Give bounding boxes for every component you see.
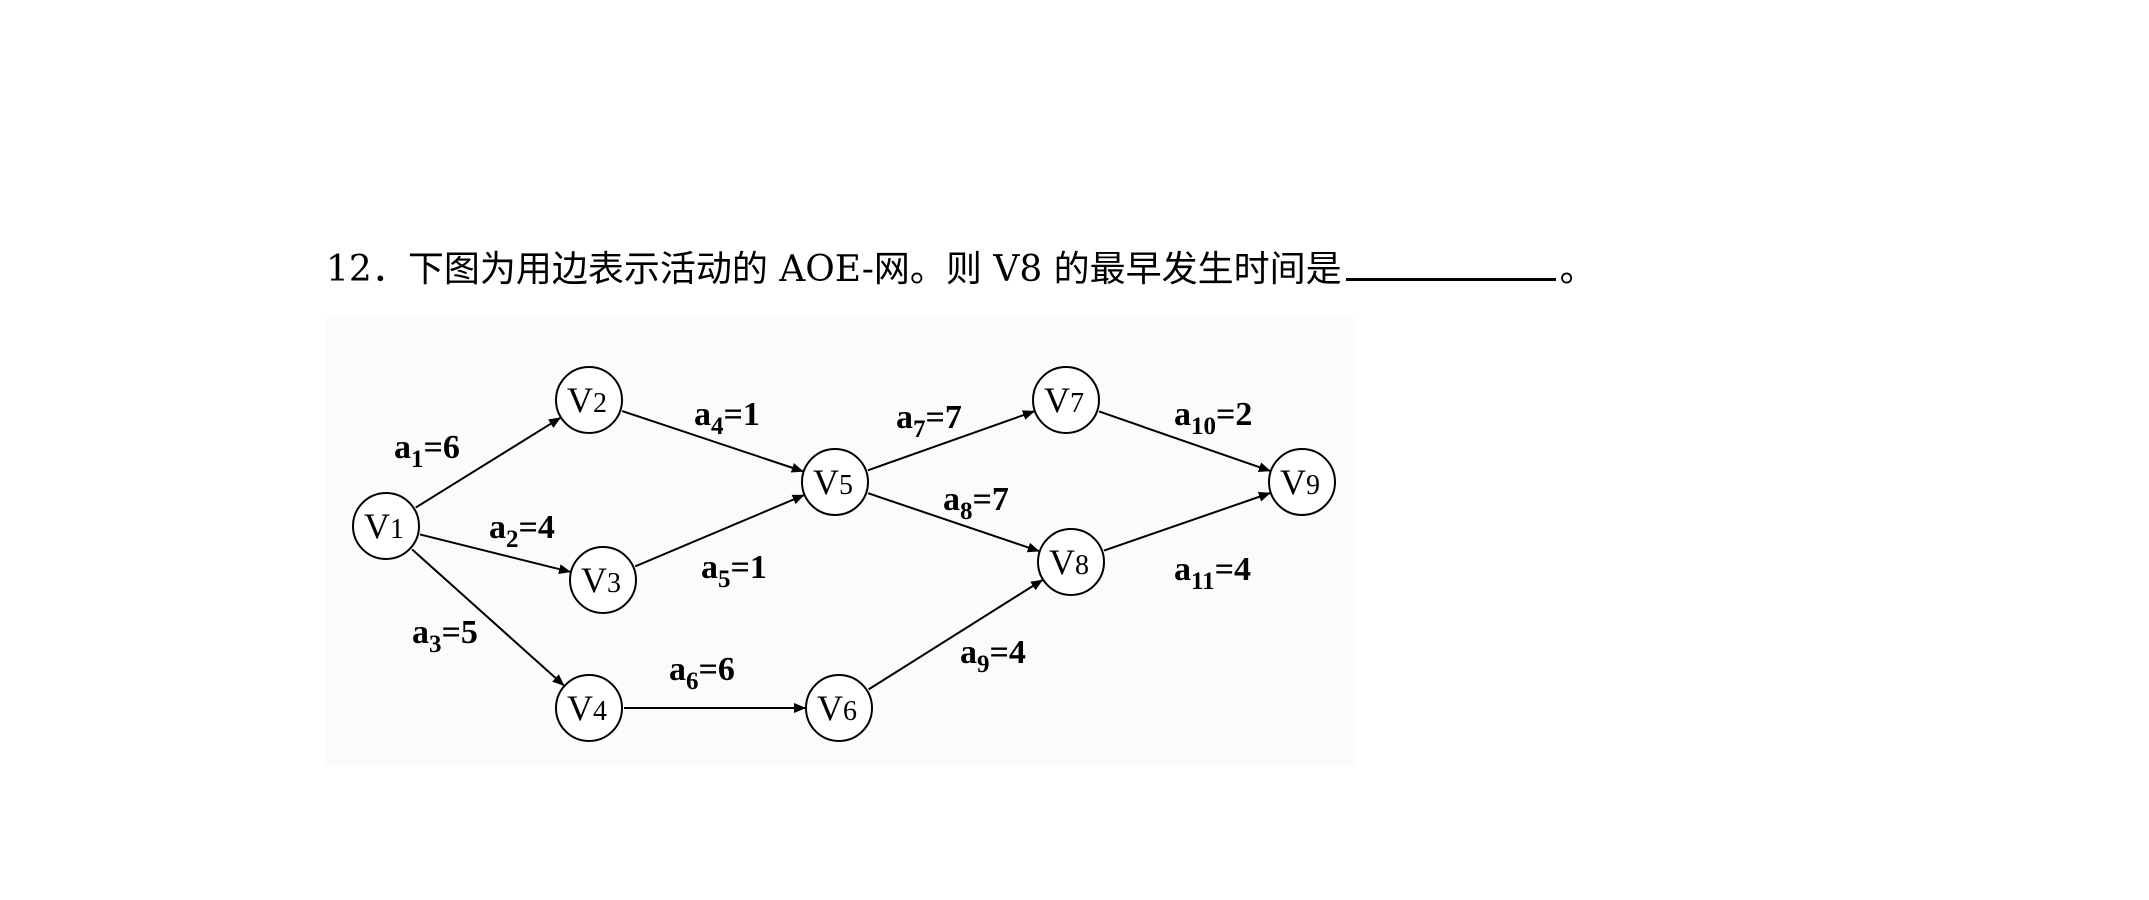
node-label: V8 — [1049, 542, 1089, 582]
edge-label-a5: a5=1 — [701, 549, 767, 593]
node-label: V3 — [581, 560, 621, 600]
node-v8: V8 — [1037, 528, 1105, 596]
edge-v5-v8 — [867, 492, 1040, 553]
node-label: V2 — [567, 380, 607, 420]
node-label: V1 — [364, 506, 404, 546]
question-end: 。 — [1559, 249, 1596, 290]
node-circle — [555, 366, 623, 434]
node-label: V6 — [817, 688, 857, 728]
edge-label-a9: a9=4 — [960, 634, 1026, 678]
edge-label-a10: a10=2 — [1174, 396, 1252, 440]
node-v1: V1 — [352, 492, 420, 560]
edge-label-a1: a1=6 — [394, 429, 460, 473]
node-v3: V3 — [569, 546, 637, 614]
edge-v3-v5 — [634, 494, 805, 568]
node-circle — [569, 546, 637, 614]
edge-v1-v4 — [411, 548, 565, 687]
node-v2: V2 — [555, 366, 623, 434]
node-circle — [1268, 448, 1336, 516]
node-v9: V9 — [1268, 448, 1336, 516]
edge-v2-v5 — [621, 410, 804, 473]
node-circle — [1032, 366, 1100, 434]
node-v4: V4 — [555, 674, 623, 742]
node-circle — [801, 448, 869, 516]
edge-v7-v9 — [1098, 410, 1271, 472]
edge-label-a4: a4=1 — [694, 396, 760, 440]
node-v6: V6 — [805, 674, 873, 742]
edge-label-a6: a6=6 — [669, 651, 735, 695]
node-circle — [352, 492, 420, 560]
edge-label-a8: a8=7 — [943, 481, 1009, 525]
edge-label-a7: a7=7 — [896, 399, 962, 443]
edge-v1-v3 — [419, 533, 571, 574]
node-label: V5 — [813, 462, 853, 502]
edge-v6-v8 — [868, 579, 1044, 691]
edge-v8-v9 — [1103, 492, 1271, 552]
question-stem: 下图为用边表示活动的 AOE-网。则 V8 的最早发生时间是 — [407, 249, 1342, 290]
node-circle — [555, 674, 623, 742]
node-circle — [805, 674, 873, 742]
question-text: 12．下图为用边表示活动的 AOE-网。则 V8 的最早发生时间是 。 — [326, 248, 1596, 288]
answer-blank[interactable] — [1345, 248, 1556, 281]
node-v7: V7 — [1032, 366, 1100, 434]
node-label: V7 — [1044, 380, 1084, 420]
edge-label-a3: a3=5 — [412, 614, 478, 658]
edge-label-a11: a11=4 — [1174, 551, 1251, 595]
edge-v5-v7 — [867, 410, 1035, 472]
edge-v1-v2 — [415, 417, 561, 509]
node-circle — [1037, 528, 1105, 596]
edge-label-a2: a2=4 — [489, 509, 555, 553]
node-label: V4 — [567, 688, 607, 728]
question-number: 12． — [326, 249, 408, 290]
node-label: V9 — [1280, 462, 1320, 502]
node-v5: V5 — [801, 448, 869, 516]
